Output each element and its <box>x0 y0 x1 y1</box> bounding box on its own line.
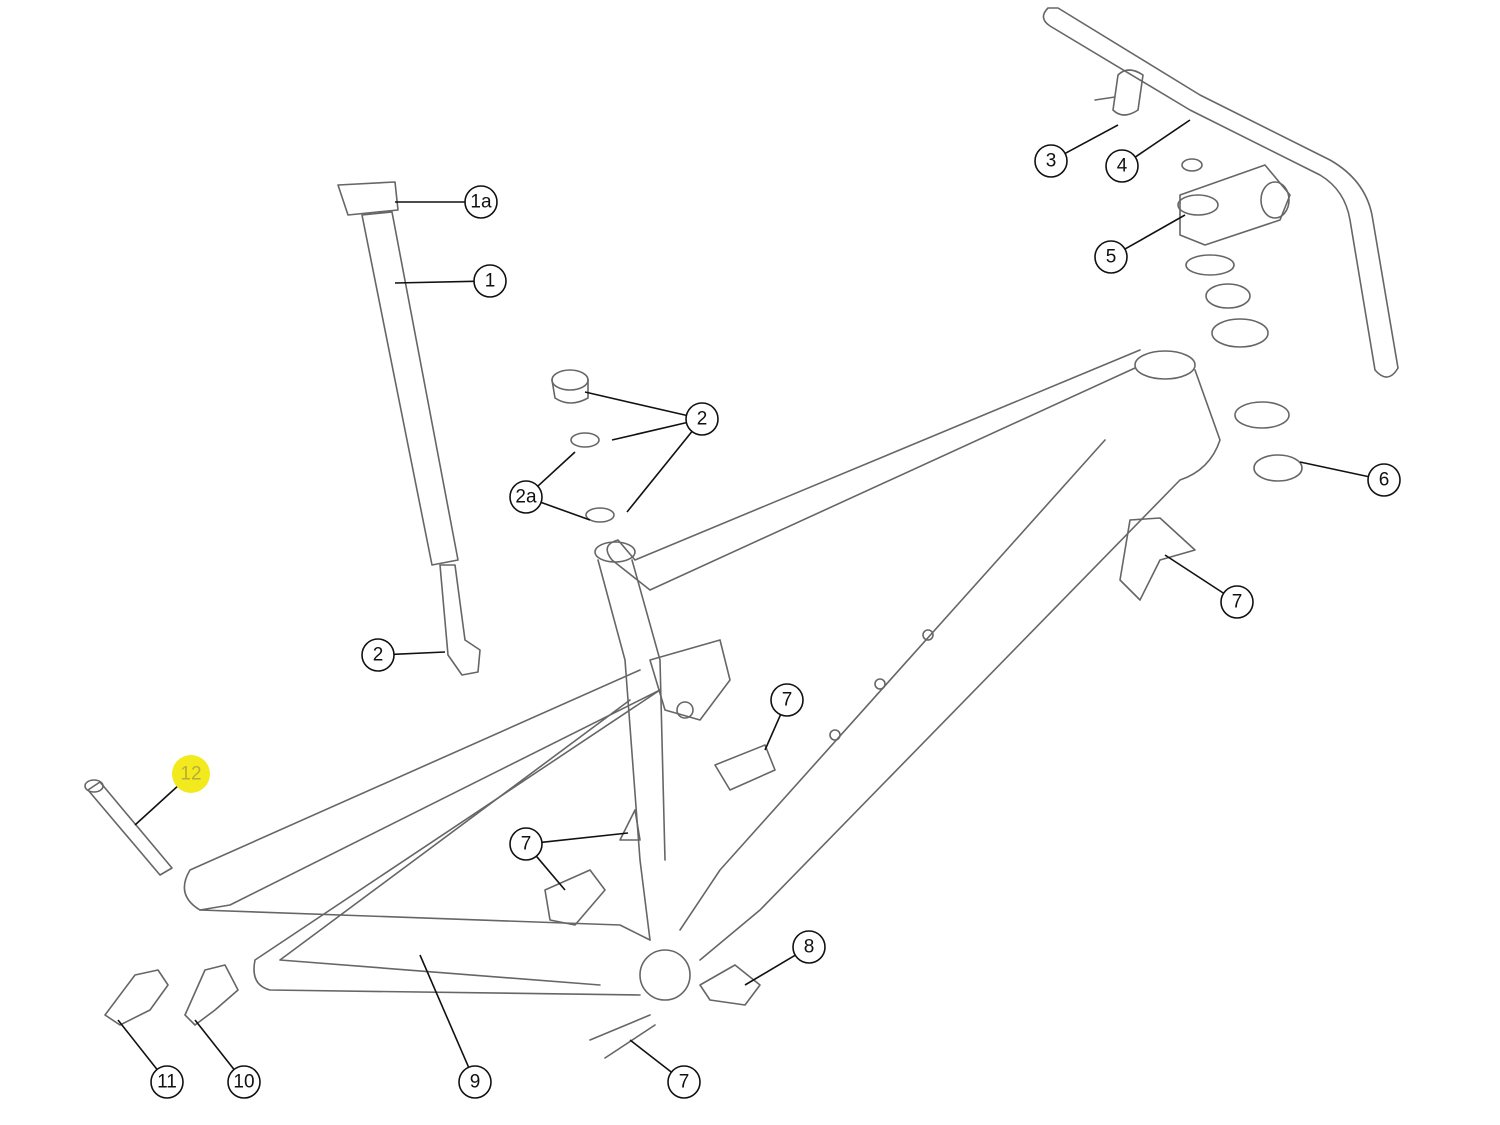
leader-line <box>535 855 566 891</box>
callout-7: 7 <box>764 683 804 751</box>
leader-line <box>1134 119 1191 158</box>
frame-main-drawing <box>183 349 1221 1001</box>
callout-3: 3 <box>1034 124 1119 178</box>
callout-circle <box>1220 585 1254 619</box>
leader-line <box>540 501 591 521</box>
leader-line <box>134 784 180 826</box>
leader-line <box>541 832 629 844</box>
callout-label: 7 <box>521 834 532 855</box>
leader-line <box>1124 214 1186 250</box>
leader-line <box>419 954 470 1068</box>
callout-label: 3 <box>1046 151 1057 172</box>
leader-line <box>1299 461 1369 478</box>
callout-2a: 2a <box>509 451 591 521</box>
leader-line <box>744 954 796 986</box>
leader-line <box>584 391 687 417</box>
callout-circle <box>473 264 507 298</box>
leader-line <box>393 651 446 656</box>
callout-circle <box>458 1065 492 1099</box>
callout-label: 8 <box>804 937 815 958</box>
callout-circle <box>667 1065 701 1099</box>
callout-11: 11 <box>117 1019 184 1099</box>
callout-circle <box>464 185 498 219</box>
leader-line <box>1064 124 1119 155</box>
callout-9: 9 <box>419 954 492 1099</box>
callout-2: 2 <box>584 391 719 513</box>
callout-1: 1 <box>394 264 507 298</box>
leader-line <box>394 280 475 284</box>
callout-label: 2 <box>373 645 384 666</box>
callout-label: 2 <box>697 409 708 430</box>
callout-circle <box>361 638 395 672</box>
callout-label: 7 <box>782 690 793 711</box>
leader-line <box>194 1019 235 1070</box>
callout-circle <box>150 1065 184 1099</box>
callout-label: 1a <box>470 192 492 213</box>
callout-circle <box>509 480 543 514</box>
callout-circle <box>509 827 543 861</box>
callout-7: 7 <box>509 827 629 891</box>
callout-circle <box>1105 149 1139 183</box>
callout-label: 7 <box>679 1072 690 1093</box>
callout-label: 5 <box>1106 247 1117 268</box>
leader-line <box>626 430 693 513</box>
callout-label: 9 <box>470 1072 481 1093</box>
callout-6: 6 <box>1299 461 1401 497</box>
callout-7: 7 <box>629 1039 701 1099</box>
callout-label: 6 <box>1379 470 1390 491</box>
callout-label: 10 <box>233 1072 254 1093</box>
callout-7: 7 <box>1164 554 1254 619</box>
callout-label: 11 <box>157 1072 177 1093</box>
callout-5: 5 <box>1094 214 1186 274</box>
seatpost-drawing <box>337 181 481 676</box>
callout-circle <box>792 930 826 964</box>
leader-line <box>764 714 782 751</box>
callout-label: 7 <box>1232 592 1243 613</box>
callout-label: 12 <box>180 764 201 785</box>
callout-label: 1 <box>485 271 496 292</box>
callout-circle <box>770 683 804 717</box>
callout-label: 4 <box>1117 156 1128 177</box>
callout-12: 12 <box>134 755 210 826</box>
handlebar-drawing <box>1042 7 1399 378</box>
stem-headset-drawing <box>1177 164 1303 482</box>
leader-line <box>611 421 687 441</box>
callout-label: 2a <box>515 487 537 508</box>
callout-circle <box>685 402 719 436</box>
leader-line <box>537 451 576 487</box>
callout-2: 2 <box>361 638 446 672</box>
callout-1a: 1a <box>395 185 498 219</box>
callout-circle <box>1367 463 1401 497</box>
callout-8: 8 <box>744 930 826 986</box>
callout-circle <box>1094 240 1128 274</box>
small-parts-drawing <box>84 517 1196 1059</box>
callout-4: 4 <box>1105 119 1191 183</box>
bearings-drawing <box>551 369 615 523</box>
callout-circle <box>227 1065 261 1099</box>
callout-10: 10 <box>194 1019 261 1099</box>
callout-circle <box>1034 144 1068 178</box>
leader-line <box>117 1019 158 1070</box>
leader-line <box>629 1039 672 1073</box>
highlighted-callout-circle <box>172 755 210 793</box>
leader-line <box>1164 554 1225 594</box>
